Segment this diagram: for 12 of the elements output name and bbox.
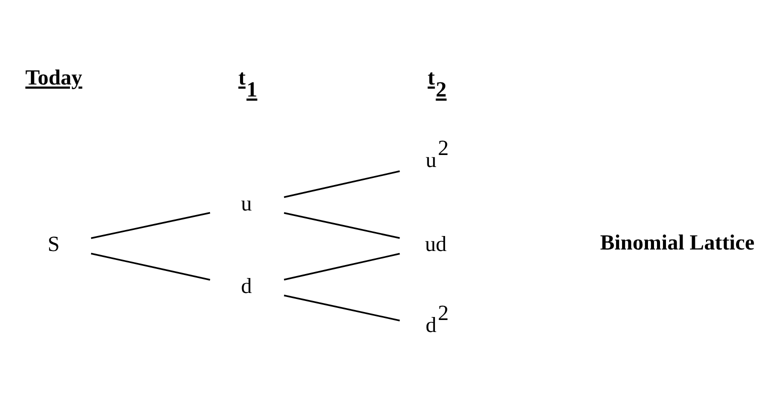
connector (90, 212, 210, 239)
label: Today (25, 66, 82, 90)
connector (284, 294, 400, 322)
connector (284, 212, 400, 239)
node-text: S (48, 232, 60, 256)
node-text: u (241, 191, 252, 216)
label: Binomial Lattice (600, 230, 754, 255)
connector (90, 252, 210, 281)
connector (284, 252, 400, 280)
node-text: ud (424, 232, 447, 256)
node-text: d (241, 274, 252, 298)
connector (284, 170, 400, 198)
